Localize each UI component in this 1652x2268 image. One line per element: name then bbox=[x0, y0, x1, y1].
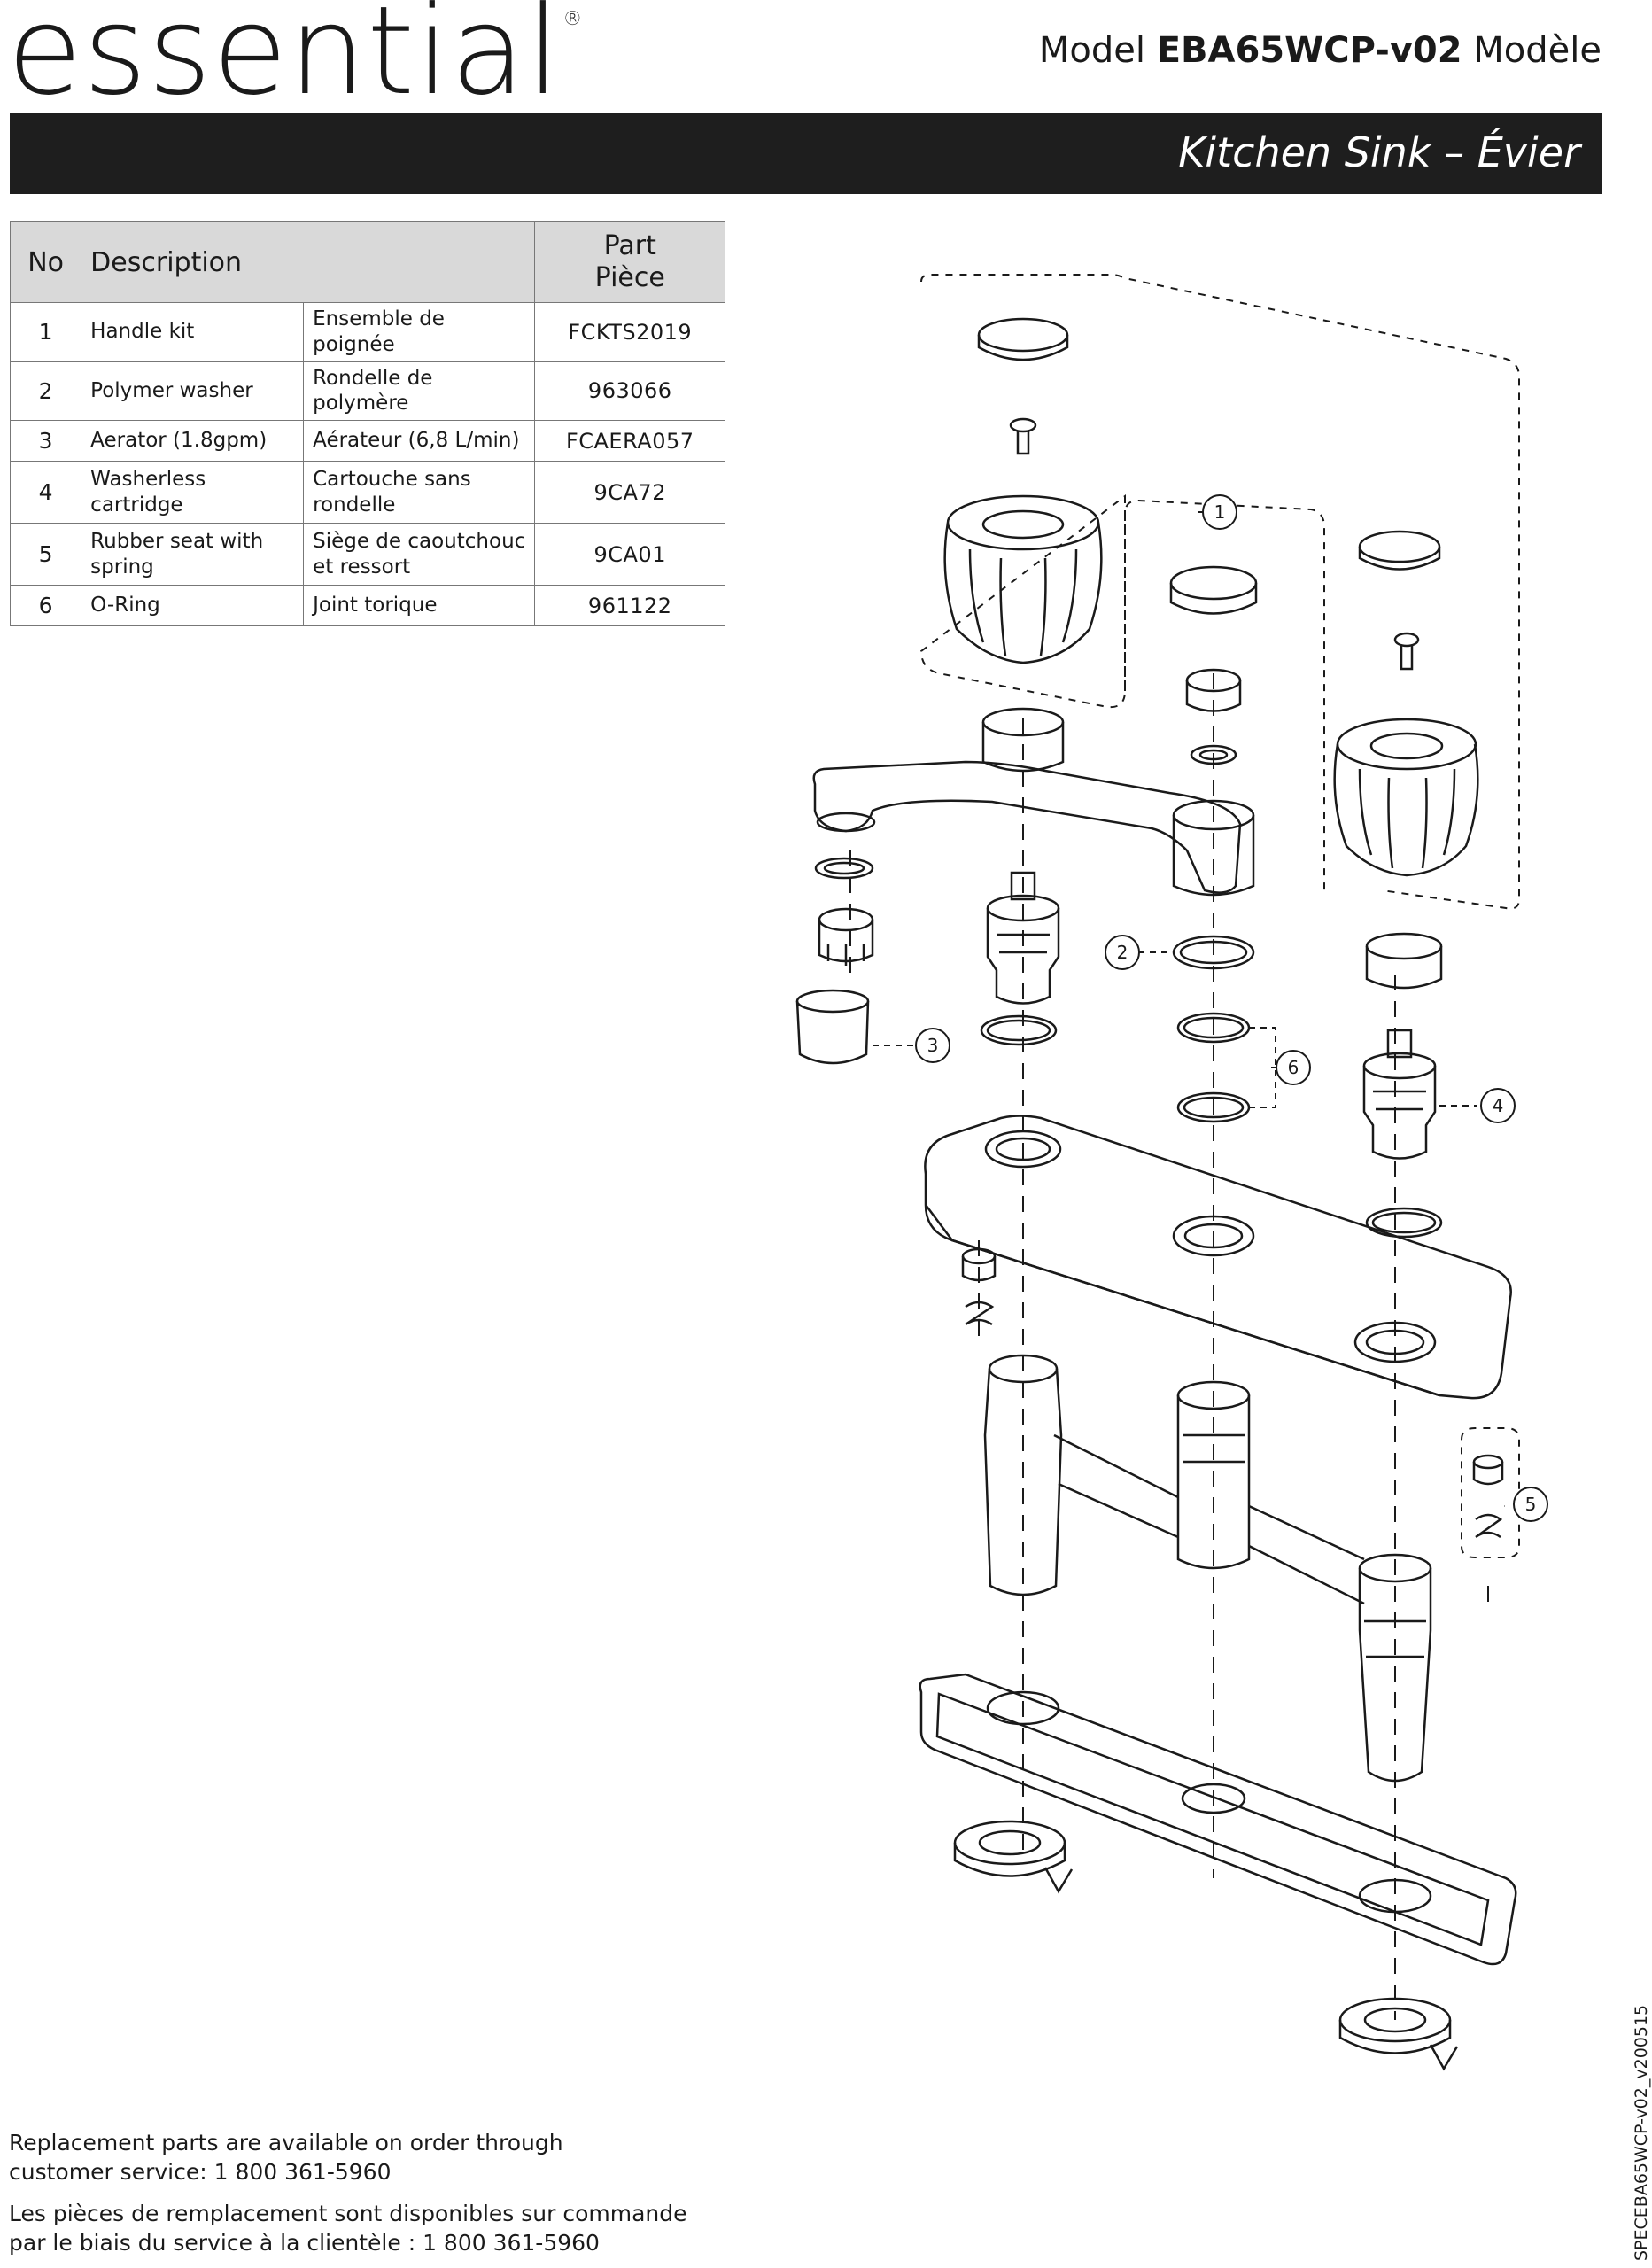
footer-french: Les pièces de remplacement sont disponib… bbox=[9, 2200, 687, 2257]
table-row: 5 Rubber seat with spring Siège de caout… bbox=[9, 523, 725, 586]
left-cartridge bbox=[986, 871, 1060, 1005]
right-handle-screw bbox=[1393, 632, 1420, 671]
header-description: Description bbox=[81, 221, 536, 303]
footer-fr-line1: Les pièces de remplacement sont disponib… bbox=[9, 2201, 687, 2226]
mounting-nut-left bbox=[953, 1820, 1074, 1894]
row-description-en: Polymer washer bbox=[81, 361, 305, 421]
row-no: 1 bbox=[9, 302, 82, 362]
callout-2: 2 bbox=[1105, 935, 1140, 970]
table-row: 6 O-Ring Joint torique 961122 bbox=[9, 585, 725, 626]
left-handle-knob bbox=[943, 494, 1103, 664]
row-no: 5 bbox=[9, 523, 82, 586]
right-handle-knob bbox=[1333, 718, 1479, 877]
table-row: 3 Aerator (1.8gpm) Aérateur (6,8 L/min) … bbox=[9, 420, 725, 462]
row-description-en: Rubber seat with spring bbox=[81, 523, 305, 586]
right-cartridge bbox=[1362, 1029, 1437, 1160]
model-line: Model EBA65WCP-v02 Modèle bbox=[1039, 30, 1602, 71]
left-cartridge-oring bbox=[980, 1014, 1058, 1046]
handle-kit-center-boundary bbox=[1124, 499, 1325, 895]
row-description-fr: Aérateur (6,8 L/min) bbox=[303, 420, 536, 462]
row-description-fr: Rondelle de polymère bbox=[303, 361, 536, 421]
deck-gasket bbox=[919, 1673, 1517, 1966]
footer-english: Replacement parts are available on order… bbox=[9, 2129, 563, 2186]
header-part-line1: Part bbox=[603, 230, 656, 261]
callout-5-label: 5 bbox=[1525, 1494, 1537, 1515]
footer-en-line1: Replacement parts are available on order… bbox=[9, 2130, 563, 2155]
footer-fr-line2: par le biais du service à la clientèle :… bbox=[9, 2229, 600, 2256]
callout-1-label: 1 bbox=[1214, 501, 1226, 523]
row-description-fr: Cartouche sans rondelle bbox=[303, 461, 536, 524]
handle-kit-group-boundary bbox=[919, 274, 1520, 910]
table-row: 4 Washerless cartridge Cartouche sans ro… bbox=[9, 461, 725, 524]
row-no: 2 bbox=[9, 361, 82, 421]
leader-6 bbox=[1249, 1027, 1276, 1108]
valve-body bbox=[983, 1354, 1432, 1783]
header-part: Part Pièce bbox=[534, 221, 725, 303]
footer-en-line2: customer service: 1 800 361-5960 bbox=[9, 2158, 392, 2185]
left-seat-spring bbox=[961, 1247, 997, 1326]
spout bbox=[812, 760, 1242, 894]
center-spout-sleeve bbox=[1172, 799, 1255, 897]
left-handle-screw bbox=[1009, 417, 1037, 455]
callout-6: 6 bbox=[1276, 1050, 1311, 1085]
row-description-fr: Joint torique bbox=[303, 585, 536, 626]
title-bar: Kitchen Sink – Évier bbox=[10, 113, 1602, 194]
seat-spring-group-boundary bbox=[1461, 1427, 1520, 1558]
callout-3-label: 3 bbox=[927, 1035, 939, 1056]
row-part-number: 963066 bbox=[534, 361, 725, 421]
callout-2-label: 2 bbox=[1117, 942, 1128, 963]
header-no: No bbox=[9, 221, 82, 303]
center-small-washer bbox=[1190, 744, 1237, 765]
table-row: 1 Handle kit Ensemble de poignée FCKTS20… bbox=[9, 302, 725, 362]
callout-6-label: 6 bbox=[1288, 1057, 1299, 1078]
table-row: 2 Polymer washer Rondelle de polymère 96… bbox=[9, 361, 725, 421]
registered-mark: ® bbox=[562, 8, 584, 30]
row-description-fr: Ensemble de poignée bbox=[303, 302, 536, 362]
row-description-en: O-Ring bbox=[81, 585, 305, 626]
table-header-row: No Description Part Pièce bbox=[9, 221, 725, 303]
model-prefix: Model bbox=[1038, 30, 1145, 71]
assembly-axis-lines bbox=[849, 673, 1489, 2020]
callout-4-label: 4 bbox=[1493, 1095, 1504, 1116]
page-title: Kitchen Sink – Évier bbox=[1178, 128, 1580, 176]
callout-leaders bbox=[873, 511, 1477, 1108]
brand-logo: essential® bbox=[7, 0, 584, 122]
model-number: EBA65WCP-v02 bbox=[1156, 30, 1462, 71]
right-bonnet-nut bbox=[1365, 932, 1443, 990]
center-adapter bbox=[1185, 668, 1242, 712]
center-cap bbox=[1169, 565, 1258, 615]
callout-1: 1 bbox=[1202, 494, 1237, 530]
callout-4: 4 bbox=[1480, 1088, 1516, 1123]
row-no: 4 bbox=[9, 461, 82, 524]
right-seat-spring bbox=[1472, 1454, 1504, 1539]
header-part-line2: Pièce bbox=[594, 262, 665, 293]
right-handle-cap bbox=[1358, 530, 1441, 571]
row-no: 3 bbox=[9, 420, 82, 462]
mounting-nut-right bbox=[1338, 1997, 1459, 2071]
row-part-number: 961122 bbox=[534, 585, 725, 626]
aerator-insert bbox=[818, 907, 874, 966]
document-code: SPECEBA65WCP-v02_v200515 bbox=[1632, 2004, 1651, 2261]
row-no: 6 bbox=[9, 585, 82, 626]
spout-washer bbox=[814, 857, 874, 880]
parts-table: No Description Part Pièce 1 Handle kit E… bbox=[9, 221, 725, 626]
callout-3: 3 bbox=[915, 1028, 950, 1063]
aerator-housing bbox=[795, 989, 870, 1065]
logo-text: essential bbox=[7, 0, 562, 122]
row-part-number: 9CA72 bbox=[534, 461, 725, 524]
row-description-fr: Siège de caoutchouc et ressort bbox=[303, 523, 536, 586]
deck-plate bbox=[924, 1115, 1512, 1400]
left-handle-cap bbox=[977, 317, 1069, 361]
row-description-en: Washerless cartridge bbox=[81, 461, 305, 524]
right-cartridge-oring bbox=[1365, 1207, 1443, 1239]
callout-5: 5 bbox=[1513, 1487, 1548, 1522]
row-part-number: FCAERA057 bbox=[534, 420, 725, 462]
row-part-number: FCKTS2019 bbox=[534, 302, 725, 362]
model-suffix: Modèle bbox=[1473, 30, 1602, 71]
